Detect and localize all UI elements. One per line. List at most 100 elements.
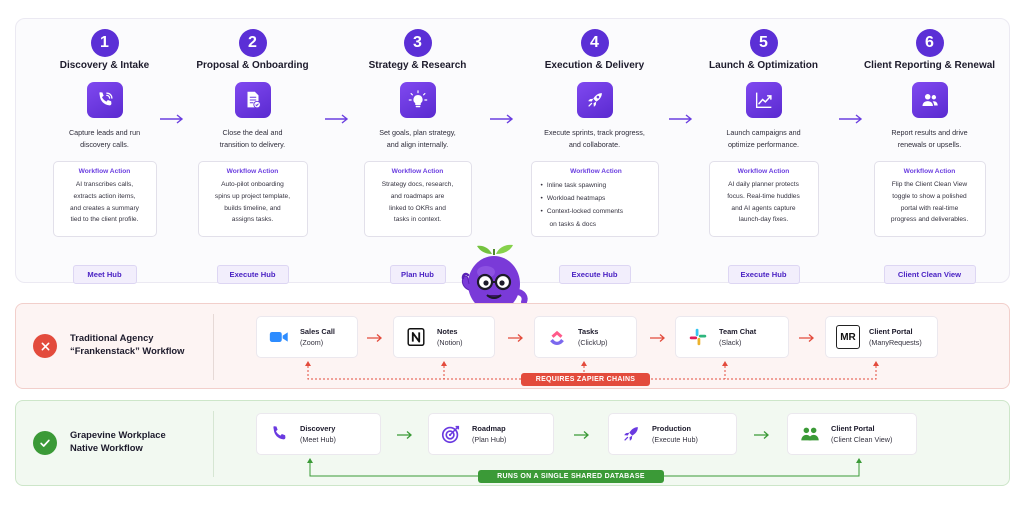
stages-panel: 1 Discovery & Intake Capture leads and r…: [15, 18, 1010, 284]
tool-card-slack[interactable]: Team Chat (Slack): [675, 316, 789, 358]
workflow-action-box: Workflow Action AI transcribes calls, ex…: [52, 161, 157, 237]
tool-card-discovery[interactable]: Discovery (Meet Hub): [256, 413, 381, 455]
workflow-action-box: Workflow Action Auto-pilot onboarding sp…: [197, 161, 308, 237]
shared-database-label: RUNS ON A SINGLE SHARED DATABASE: [478, 470, 664, 483]
slack-icon: [686, 325, 710, 349]
stage-title: Discovery & Intake: [59, 60, 150, 71]
tool-name: Client Portal: [869, 327, 913, 336]
target-icon: [439, 422, 463, 446]
stage-description: Launch campaigns and optimize performanc…: [726, 128, 801, 149]
tool-name: Notes: [437, 327, 458, 336]
tool-name: Client Portal: [831, 424, 875, 433]
tool-card-manyrequests[interactable]: MR Client Portal (ManyRequests): [825, 316, 938, 358]
tool-card-clickup[interactable]: Tasks (ClickUp): [534, 316, 637, 358]
traditional-workflow-label: Traditional Agency “Frankenstack” Workfl…: [70, 332, 185, 356]
tool-sub: (Zoom): [300, 338, 324, 347]
workflow-action-text: AI daily planner protects focus. Real-ti…: [727, 181, 800, 224]
stage-number: 1: [90, 29, 119, 57]
workflow-action-box: Workflow Action Flip the Client Clean Vi…: [873, 161, 986, 237]
traditional-workflow-row: Traditional Agency “Frankenstack” Workfl…: [15, 303, 1010, 389]
hub-button-meet[interactable]: Meet Hub: [72, 265, 137, 284]
tool-card-roadmap[interactable]: Roadmap (Plan Hub): [428, 413, 554, 455]
clickup-icon: [545, 325, 569, 349]
tool-sub: (ClickUp): [578, 338, 608, 347]
list-item: Context-locked comments: [541, 205, 652, 218]
native-workflow-row: Grapevine Workplace Native Workflow Disc…: [15, 400, 1010, 486]
check-circle-icon: [33, 431, 57, 455]
row-arrow: [650, 334, 665, 342]
row-arrow: [799, 334, 814, 342]
grape-mascot-icon: [461, 244, 528, 312]
stage-title: Execution & Delivery: [544, 60, 645, 71]
native-workflow-label: Grapevine Workplace Native Workflow: [70, 429, 166, 453]
stage-number: 6: [915, 29, 944, 57]
stage-title: Proposal & Onboarding: [196, 60, 309, 71]
stage-title: Client Reporting & Renewal: [863, 60, 996, 71]
notion-icon: [404, 325, 428, 349]
stage-launch-optimization: 5 Launch & Optimization Launch campaigns…: [686, 19, 841, 284]
phone-icon: [267, 422, 291, 446]
stage-proposal-onboarding: 2 Proposal & Onboarding Close the deal a…: [175, 19, 330, 284]
workflow-action-label: Workflow Action: [903, 168, 956, 175]
hub-button-execute[interactable]: Execute Hub: [727, 265, 800, 284]
tool-sub: (Execute Hub): [652, 435, 698, 444]
x-circle-icon: [33, 334, 57, 358]
zapier-chains-label: REQUIRES ZAPIER CHAINS: [521, 373, 650, 386]
row-arrow: [574, 431, 589, 439]
tool-sub: (Slack): [719, 338, 742, 347]
stage-number: 3: [403, 29, 432, 57]
flow-arrow: [160, 114, 184, 124]
tool-name: Roadmap: [472, 424, 506, 433]
workflow-action-box: Workflow Action AI daily planner protect…: [708, 161, 819, 237]
workflow-action-box: Workflow Action Strategy docs, research,…: [363, 161, 472, 237]
tool-name: Team Chat: [719, 327, 757, 336]
row-arrow: [397, 431, 412, 439]
document-check-icon: [234, 82, 271, 118]
list-item: Workload heatmaps: [541, 192, 652, 205]
workflow-action-text: Strategy docs, research, and roadmaps ar…: [381, 181, 454, 224]
workflow-action-label: Workflow Action: [78, 168, 131, 175]
tool-name: Production: [652, 424, 692, 433]
stage-discovery-intake: 1 Discovery & Intake Capture leads and r…: [27, 19, 182, 284]
tool-sub: (Meet Hub): [300, 435, 336, 444]
stage-client-reporting-renewal: 6 Client Reporting & Renewal Report resu…: [852, 19, 1007, 284]
workflow-action-text: AI transcribes calls, extracts action it…: [70, 181, 139, 224]
zoom-video-icon: [267, 325, 291, 349]
flow-arrow: [839, 114, 863, 124]
workflow-action-box: Workflow Action Inline task spawning Wor…: [530, 161, 659, 237]
flow-arrow: [325, 114, 349, 124]
tool-card-client-portal[interactable]: Client Portal (Client Clean View): [787, 413, 917, 455]
flow-arrow: [669, 114, 693, 124]
stage-description: Set goals, plan strategy, and align inte…: [379, 128, 456, 149]
workflow-action-label: Workflow Action: [391, 168, 444, 175]
row-divider: [213, 314, 214, 380]
hub-button-execute[interactable]: Execute Hub: [558, 265, 631, 284]
stage-number: 5: [749, 29, 778, 57]
tool-name: Discovery: [300, 424, 336, 433]
tool-name: Tasks: [578, 327, 599, 336]
tool-card-zoom[interactable]: Sales Call (Zoom): [256, 316, 358, 358]
workflow-action-label: Workflow Action: [226, 168, 279, 175]
rocket-icon: [576, 82, 613, 118]
flow-arrow: [490, 114, 514, 124]
users-icon: [911, 82, 948, 118]
rocket-icon: [619, 422, 643, 446]
tool-card-production[interactable]: Production (Execute Hub): [608, 413, 737, 455]
hub-button-plan[interactable]: Plan Hub: [389, 265, 446, 284]
growth-chart-icon: [745, 82, 782, 118]
tool-name: Sales Call: [300, 327, 335, 336]
list-item: Inline task spawning: [541, 179, 652, 192]
row-divider: [213, 411, 214, 477]
row-arrow: [367, 334, 382, 342]
tool-card-notion[interactable]: Notes (Notion): [393, 316, 495, 358]
workflow-action-text: Auto-pilot onboarding spins up project t…: [214, 181, 291, 224]
stage-title: Launch & Optimization: [709, 60, 818, 71]
stage-description: Execute sprints, track progress, and col…: [544, 128, 645, 149]
hub-button-client-clean-view[interactable]: Client Clean View: [883, 265, 976, 284]
stage-execution-delivery: 4 Execution & Delivery Execute sprints, …: [517, 19, 672, 284]
hub-button-execute[interactable]: Execute Hub: [216, 265, 289, 284]
tool-sub: (ManyRequests): [869, 338, 922, 347]
stage-description: Capture leads and run discovery calls.: [68, 128, 141, 149]
stage-number: 4: [580, 29, 609, 57]
list-item-continued: on tasks & docs: [549, 221, 597, 228]
